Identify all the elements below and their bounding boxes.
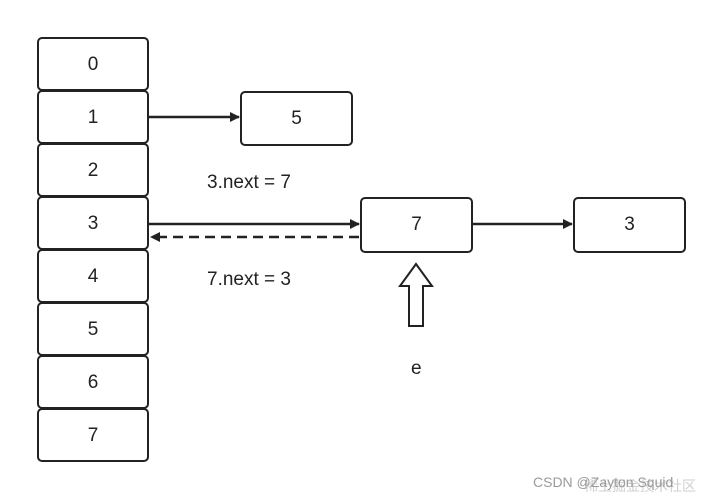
bucket-cell-label: 6 [88,372,99,393]
bucket-cell-7: 7 [37,408,149,462]
node-7-label: 7 [411,214,422,235]
bucket-cell-label: 0 [88,54,99,75]
node-3: 3 [573,197,686,253]
bucket-cell-label: 7 [88,425,99,446]
bucket-array: 0 1 2 3 4 5 6 7 [37,37,149,462]
bucket-cell-2: 2 [37,143,149,197]
bucket-cell-label: 4 [88,266,99,287]
watermark: CSDN @Zayton Squid [533,474,673,490]
bucket-cell-label: 2 [88,160,99,181]
up-arrow-icon [398,262,434,327]
bucket-cell-0: 0 [37,37,149,91]
label-pointer-e: e [411,358,422,379]
node-3-label: 3 [624,214,635,235]
bucket-cell-6: 6 [37,355,149,409]
bucket-cell-3: 3 [37,196,149,250]
bucket-cell-label: 5 [88,319,99,340]
label-7-next: 7.next = 3 [207,269,291,290]
bucket-cell-label: 3 [88,213,99,234]
bucket-cell-label: 1 [88,107,99,128]
node-5-label: 5 [291,108,302,129]
label-3-next: 3.next = 7 [207,172,291,193]
bucket-cell-1: 1 [37,90,149,144]
watermark-overlay: 稀土掘金技术社区 [584,478,696,494]
bucket-cell-5: 5 [37,302,149,356]
node-5: 5 [240,91,353,146]
node-7: 7 [360,197,473,253]
bucket-cell-4: 4 [37,249,149,303]
